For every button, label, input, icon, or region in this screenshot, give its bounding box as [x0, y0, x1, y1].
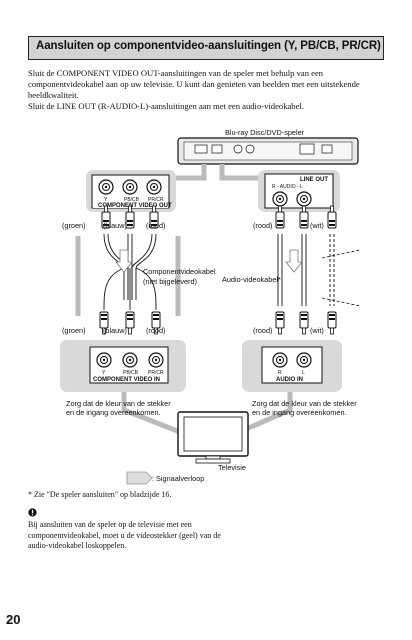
jack-y-in-label: Y — [102, 370, 106, 376]
section-title: Aansluiten op componentvideo-aansluiting… — [36, 40, 381, 52]
color-blue-bottom: (blauw) — [103, 326, 127, 335]
jack-y-out-label: Y — [104, 197, 108, 203]
jack-pb-out-label: PB/CB — [124, 197, 140, 203]
color-green-top: (groen) — [62, 221, 86, 230]
jack-pb-out — [122, 179, 138, 195]
jack-l-in-label: L — [302, 370, 305, 376]
color-red-audio-top: (rood) — [253, 221, 272, 230]
section-banner: Aansluiten op componentvideo-aansluiting… — [28, 36, 384, 60]
match-note-left-2: en de ingang overeenkomen. — [66, 408, 161, 417]
component-out-panel: Y PB/CB PR/CR COMPONENT VIDEO OUT — [86, 170, 176, 212]
intro-paragraph-1: Sluit de COMPONENT VIDEO OUT-aansluiting… — [28, 68, 360, 100]
line-out-panel: LINE OUT R - AUDIO - L — [258, 170, 340, 212]
component-cable-note: (niet bijgeleverd) — [143, 277, 197, 286]
match-note-left-1: Zorg dat de kleur van de stekker — [66, 399, 171, 408]
player-device: Blu-ray Disc/DVD-speler — [177, 128, 359, 165]
intro-text: Sluit de COMPONENT VIDEO OUT-aansluiting… — [28, 68, 388, 112]
audio-cable — [277, 234, 335, 306]
note-text: Bij aansluiten van de speler op de telev… — [28, 520, 221, 550]
jack-r-out — [272, 191, 288, 207]
color-red-bottom: (rood) — [146, 326, 165, 335]
color-red-top: (rood) — [146, 221, 165, 230]
caution-icon — [28, 508, 37, 517]
jack-l-out — [296, 191, 312, 207]
component-cable-label: Componentvideokabel — [143, 267, 216, 276]
signal-flow-label: : Signaalverloop — [152, 474, 204, 483]
audio-in-label: AUDIO IN — [276, 377, 303, 383]
color-red-audio-bottom: (rood) — [253, 326, 272, 335]
intro-paragraph-2: Sluit de LINE OUT (R-AUDIO-L)-aansluitin… — [28, 101, 304, 111]
jack-pr-in — [148, 352, 164, 368]
component-out-label: COMPONENT VIDEO OUT — [98, 203, 172, 209]
jack-l-in — [296, 352, 312, 368]
jack-y-in — [96, 352, 112, 368]
jack-pb-in — [122, 352, 138, 368]
signal-flow-legend: : Signaalverloop — [126, 471, 204, 485]
component-in-panel: Y PB/CB PR/CR COMPONENT VIDEO IN — [60, 340, 186, 392]
jack-pr-in-label: PR/CR — [148, 370, 164, 376]
color-white-audio-top: (wit) — [310, 221, 324, 230]
tv-label: Televisie — [218, 463, 246, 472]
audio-in-panel: R L AUDIO IN — [242, 340, 342, 392]
player-label: Blu-ray Disc/DVD-speler — [225, 128, 305, 137]
page-number: 20 — [6, 612, 21, 627]
color-white-audio-bottom: (wit) — [310, 326, 324, 335]
line-out-label: LINE OUT — [300, 177, 328, 183]
footnote: * Zie "De speler aansluiten" op bladzijd… — [28, 490, 172, 499]
color-blue-top: (blauw) — [103, 221, 127, 230]
match-note-right-2: en de ingang overeenkomen. — [252, 408, 347, 417]
color-green-bottom: (groen) — [62, 326, 86, 335]
jack-y-out — [98, 179, 114, 195]
television: Televisie — [177, 411, 249, 472]
line-out-sublabel: R - AUDIO - L — [272, 184, 303, 190]
jack-pr-out-label: PR/CR — [148, 197, 164, 203]
component-in-label: COMPONENT VIDEO IN — [93, 377, 160, 383]
match-note-right-1: Zorg dat de kleur van de stekker — [252, 399, 357, 408]
jack-pr-out — [146, 179, 162, 195]
jack-r-in-label: R — [278, 370, 282, 376]
jack-pb-in-label: PB/CB — [123, 370, 139, 376]
audio-cable-label: Audio-videokabel* — [222, 275, 281, 284]
jack-r-in — [272, 352, 288, 368]
